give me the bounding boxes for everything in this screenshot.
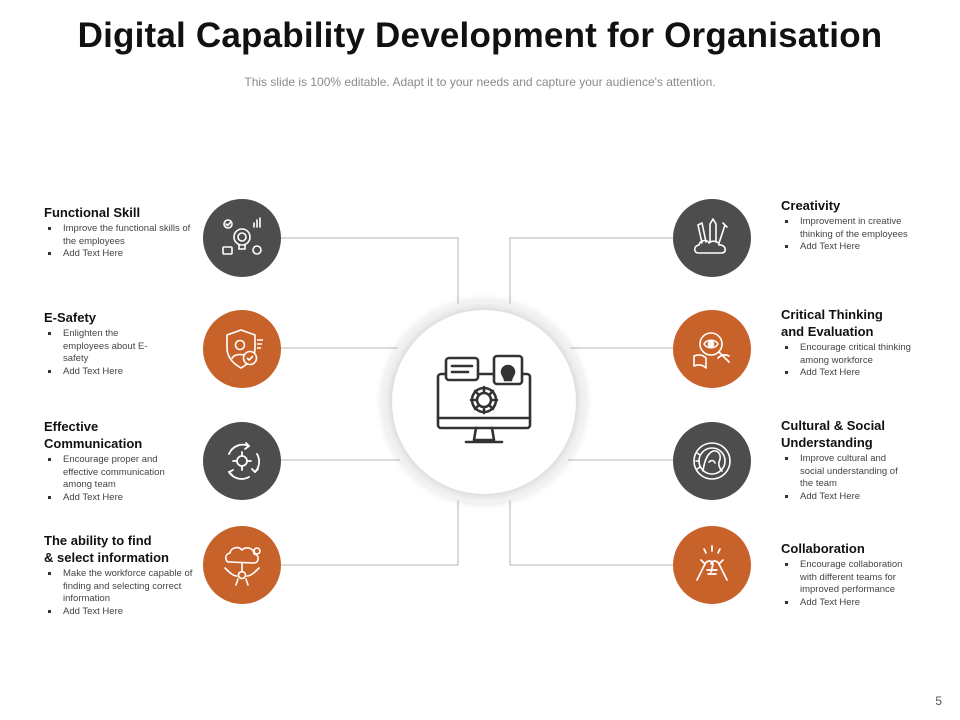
bullet: Add Text Here	[781, 367, 931, 380]
bullet: Add Text Here	[44, 492, 189, 505]
art-tools-icon	[693, 218, 728, 254]
bullet: Improve cultural and social understandin…	[781, 453, 911, 491]
bullet: Add Text Here	[44, 248, 204, 261]
bullet: Add Text Here	[44, 366, 159, 379]
find-select-information-title: The ability to find & select information	[44, 533, 169, 565]
idea-bulb-icon	[222, 217, 262, 255]
slide-subtitle: This slide is 100% editable. Adapt it to…	[244, 75, 716, 89]
collaboration-circle	[673, 526, 751, 604]
cultural-social-title: Cultural & Social Understanding	[781, 418, 886, 450]
page-number: 5	[935, 694, 942, 708]
computer-settings-icon	[436, 354, 532, 444]
find-select-information-circle	[203, 526, 281, 604]
bullet: Improve the functional skills of the emp…	[44, 223, 204, 248]
bullet: Make the workforce capable of finding an…	[44, 568, 204, 606]
center-hub	[392, 310, 576, 494]
creativity-circle	[673, 199, 751, 277]
magnifier-book-icon	[693, 332, 730, 369]
bullet: Enlighten the employees about E-safety	[44, 328, 159, 366]
slide-title: Digital Capability Development for Organ…	[77, 16, 883, 55]
find-select-information-block: The ability to find & select information…	[44, 532, 204, 618]
handshake-icon	[696, 545, 728, 581]
cycle-gear-icon	[227, 442, 261, 480]
bullet: Add Text Here	[44, 606, 204, 619]
bullet: Add Text Here	[781, 491, 911, 504]
e-safety-title: E-Safety	[44, 310, 97, 325]
brain-idea-icon	[224, 546, 261, 586]
critical-thinking-circle	[673, 310, 751, 388]
e-safety-circle	[203, 310, 281, 388]
effective-communication-title: Effective Communication	[44, 419, 143, 451]
creativity-block: Creativity Improvement in creative think…	[781, 197, 921, 254]
collaboration-title: Collaboration	[781, 541, 865, 556]
bullet: Encourage critical thinking among workfo…	[781, 342, 931, 367]
cultural-social-block: Cultural & Social Understanding Improve …	[781, 417, 931, 503]
bullet: Add Text Here	[781, 597, 921, 610]
bullet: Encourage proper and effective communica…	[44, 454, 189, 492]
head-profile-icon	[693, 442, 731, 480]
critical-thinking-block: Critical Thinking and Evaluation Encoura…	[781, 306, 931, 380]
bullet: Improvement in creative thinking of the …	[781, 216, 921, 241]
e-safety-block: E-Safety Enlighten the employees about E…	[44, 309, 174, 378]
shield-user-icon	[226, 329, 263, 369]
functional-skill-circle	[203, 199, 281, 277]
cultural-social-circle	[673, 422, 751, 500]
creativity-title: Creativity	[781, 198, 841, 213]
functional-skill-block: Functional Skill Improve the functional …	[44, 204, 204, 261]
effective-communication-block: Effective Communication Encourage proper…	[44, 418, 204, 504]
effective-communication-circle	[203, 422, 281, 500]
bullet: Add Text Here	[781, 241, 921, 254]
collaboration-block: Collaboration Encourage collaboration wi…	[781, 540, 931, 609]
functional-skill-title: Functional Skill	[44, 205, 141, 220]
bullet: Encourage collaboration with different t…	[781, 559, 921, 597]
critical-thinking-title: Critical Thinking and Evaluation	[781, 307, 883, 339]
